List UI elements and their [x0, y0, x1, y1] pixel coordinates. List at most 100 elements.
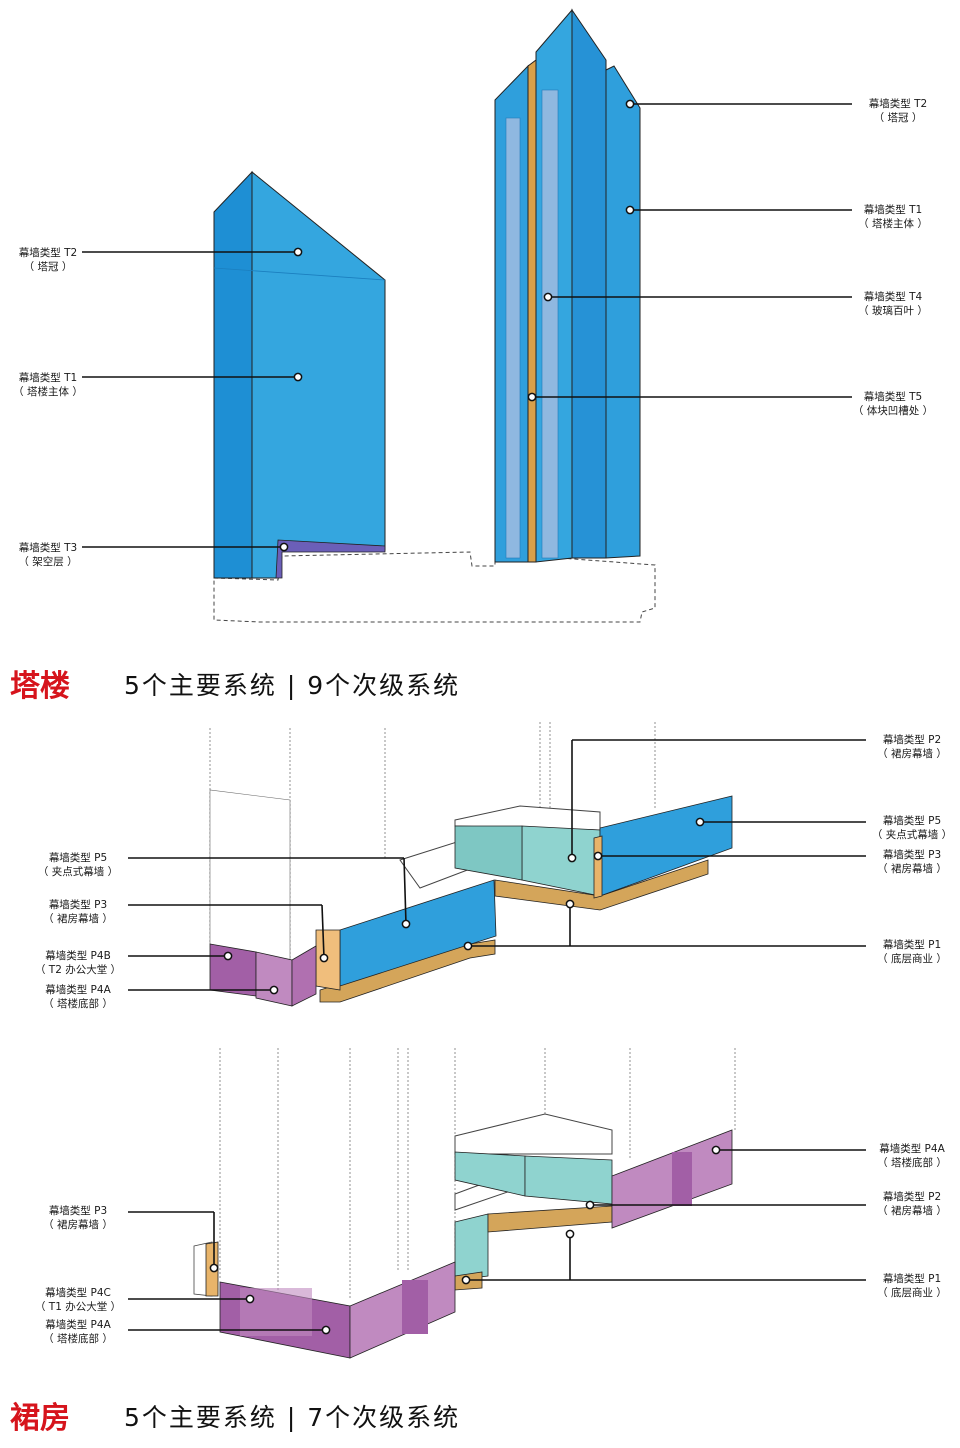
podium-section-title: 裙房	[10, 1401, 70, 1436]
callout-dot	[269, 985, 279, 995]
podium-upper-teal-left	[454, 825, 523, 881]
callout-dot	[593, 851, 603, 861]
left-tower-crown-line	[213, 267, 386, 281]
callout-desc: （ 夹点式幕墙 ）	[38, 865, 118, 878]
podium-lower-p4a-left-band	[402, 1280, 428, 1334]
left-tower-left-face	[213, 170, 253, 579]
callout-label: 幕墙类型 P4A	[879, 1142, 945, 1155]
podium-upper-callouts: 幕墙类型 P5 （ 夹点式幕墙 ） 幕墙类型 P3 （ 裙房幕墙 ） 幕墙类型 …	[35, 733, 952, 1010]
tower-section-title: 塔楼	[10, 669, 70, 704]
podium-lower-callouts: 幕墙类型 P3 （ 裙房幕墙 ） 幕墙类型 P4C （ T1 办公大堂 ） 幕墙…	[35, 1142, 947, 1345]
podium-upper-roof	[454, 805, 601, 831]
callout-label: 幕墙类型 P3	[49, 1204, 107, 1217]
podium-lower-teal-front	[524, 1155, 613, 1205]
callout-dot	[279, 542, 289, 552]
callout-desc: （ 体块凹槽处 ）	[853, 405, 933, 417]
callout-label: 幕墙类型 P4A	[45, 983, 111, 996]
callout-label: 幕墙类型 P1	[883, 938, 941, 951]
left-tower-front-face	[251, 170, 386, 579]
callout-desc: （ 塔楼主体 ）	[858, 217, 928, 230]
podium-lower-roof	[454, 1113, 613, 1155]
callout-label: 幕墙类型 P2	[883, 1190, 941, 1203]
callout-label: 幕墙类型 T4	[864, 290, 923, 303]
callout-desc: （ 裙房幕墙 ）	[877, 747, 947, 760]
callout-desc: （ 架空层 ）	[18, 555, 77, 568]
callout-desc: （ T1 办公大堂 ）	[35, 1300, 121, 1313]
callout-dot	[695, 817, 705, 827]
podium-upper-illustration	[209, 722, 733, 1007]
podium-upper-p4b	[209, 943, 257, 997]
callout-desc: （ 夹点式幕墙 ）	[872, 828, 952, 841]
callout-dot	[625, 99, 635, 109]
callout-desc: （ 裙房幕墙 ）	[877, 1204, 947, 1217]
callout-desc: （ 塔楼底部 ）	[43, 1332, 113, 1345]
callout-dot	[565, 1229, 575, 1239]
callout-dot	[625, 205, 635, 215]
callout-dot	[223, 951, 233, 961]
podium-lower-illustration	[193, 1048, 736, 1359]
callout-desc: （ T2 办公大堂 ）	[35, 963, 121, 976]
callout-label: 幕墙类型 P1	[883, 1272, 941, 1285]
callout-label: 幕墙类型 T3	[19, 541, 77, 554]
callout-dot	[567, 853, 577, 863]
callout-dot	[401, 919, 411, 929]
callout-desc: （ 底层商业 ）	[877, 952, 947, 965]
podium-lower-p4a-right-band	[672, 1152, 692, 1206]
right-tower-fin	[527, 59, 537, 563]
callout-desc: （ 玻璃百叶 ）	[858, 304, 928, 317]
callout-label: 幕墙类型 T1	[19, 371, 77, 384]
callout-dot	[293, 372, 303, 382]
callout-label: 幕墙类型 P4B	[45, 949, 111, 962]
callout-desc: （ 塔冠 ）	[874, 111, 923, 124]
callout-desc: （ 塔楼底部 ）	[877, 1156, 947, 1169]
callout-dot	[245, 1294, 255, 1304]
callout-desc: （ 塔冠 ）	[24, 260, 73, 273]
callout-dot	[209, 1263, 219, 1273]
tower-section-subtitle: 5个主要系统 | 9个次级系统	[124, 671, 460, 700]
podium-upper-p3-left	[315, 929, 341, 991]
podium-section-subtitle: 5个主要系统 | 7个次级系统	[124, 1403, 460, 1432]
podium-upper-p4a-side	[291, 945, 317, 1007]
right-tower-center-right	[571, 8, 607, 559]
callout-label: 幕墙类型 T2	[19, 246, 77, 259]
tower-callouts: 幕墙类型 T2 （ 塔冠 ） 幕墙类型 T1 （ 塔楼主体 ） 幕墙类型 T3 …	[13, 97, 933, 568]
callout-label: 幕墙类型 P5	[49, 851, 107, 864]
podium-upper-p3-right	[593, 835, 603, 899]
callout-dot	[319, 953, 329, 963]
callout-dot	[461, 1275, 471, 1285]
callout-label: 幕墙类型 T2	[869, 97, 927, 110]
callout-desc: （ 裙房幕墙 ）	[43, 1218, 113, 1231]
callout-label: 幕墙类型 P5	[883, 814, 941, 827]
callout-label: 幕墙类型 P2	[883, 733, 941, 746]
callout-dot	[543, 292, 553, 302]
callout-desc: （ 裙房幕墙 ）	[43, 912, 113, 925]
callout-dot	[463, 941, 473, 951]
callout-desc: （ 塔楼主体 ）	[13, 385, 83, 398]
callout-label: 幕墙类型 P3	[883, 848, 941, 861]
podium-lower-tan-base	[487, 1205, 613, 1233]
callout-dot	[565, 899, 575, 909]
right-tower-louver-center	[541, 89, 559, 559]
callout-desc: （ 裙房幕墙 ）	[877, 862, 947, 875]
right-tower-louver-left	[505, 117, 521, 559]
callout-desc: （ 塔楼底部 ）	[43, 997, 113, 1010]
tower-base-outline	[213, 551, 656, 623]
callout-label: 幕墙类型 P4A	[45, 1318, 111, 1331]
tower-illustration	[213, 8, 656, 623]
callout-label: 幕墙类型 P3	[49, 898, 107, 911]
callout-desc: （ 底层商业 ）	[877, 1286, 947, 1299]
left-tower-podium-strip	[275, 539, 386, 579]
podium-upper-p4a	[255, 951, 293, 1007]
callout-label: 幕墙类型 T1	[864, 203, 922, 216]
podium-upper-slab	[209, 789, 291, 961]
callout-label: 幕墙类型 T5	[864, 390, 922, 403]
callout-dot	[527, 392, 537, 402]
callout-dot	[585, 1200, 595, 1210]
callout-dot	[711, 1145, 721, 1155]
right-tower-right-wing	[605, 65, 641, 559]
podium-lower-teal-small	[454, 1213, 489, 1281]
callout-dot	[321, 1325, 331, 1335]
callout-label: 幕墙类型 P4C	[45, 1286, 111, 1299]
callout-dot	[293, 247, 303, 257]
